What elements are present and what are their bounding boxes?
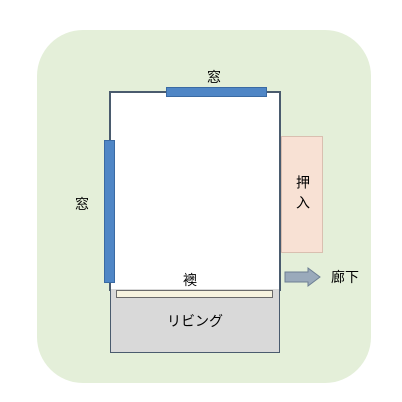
- living-room-label: リビング: [167, 313, 223, 330]
- fusuma-label: 襖: [183, 273, 197, 289]
- hallway-label: 廊下: [331, 270, 359, 286]
- closet: 押入: [281, 136, 323, 253]
- window-top: [166, 87, 267, 97]
- fusuma-sliding-door: [116, 290, 273, 298]
- window-left: [104, 140, 115, 283]
- window-top-label: 窓: [207, 70, 221, 86]
- wall-right: [279, 91, 281, 291]
- closet-label: 押入: [294, 174, 310, 215]
- window-left-label: 窓: [75, 197, 89, 213]
- hallway-arrow-icon: [284, 267, 321, 287]
- living-room: リビング: [110, 289, 280, 353]
- room-floor: [110, 92, 280, 289]
